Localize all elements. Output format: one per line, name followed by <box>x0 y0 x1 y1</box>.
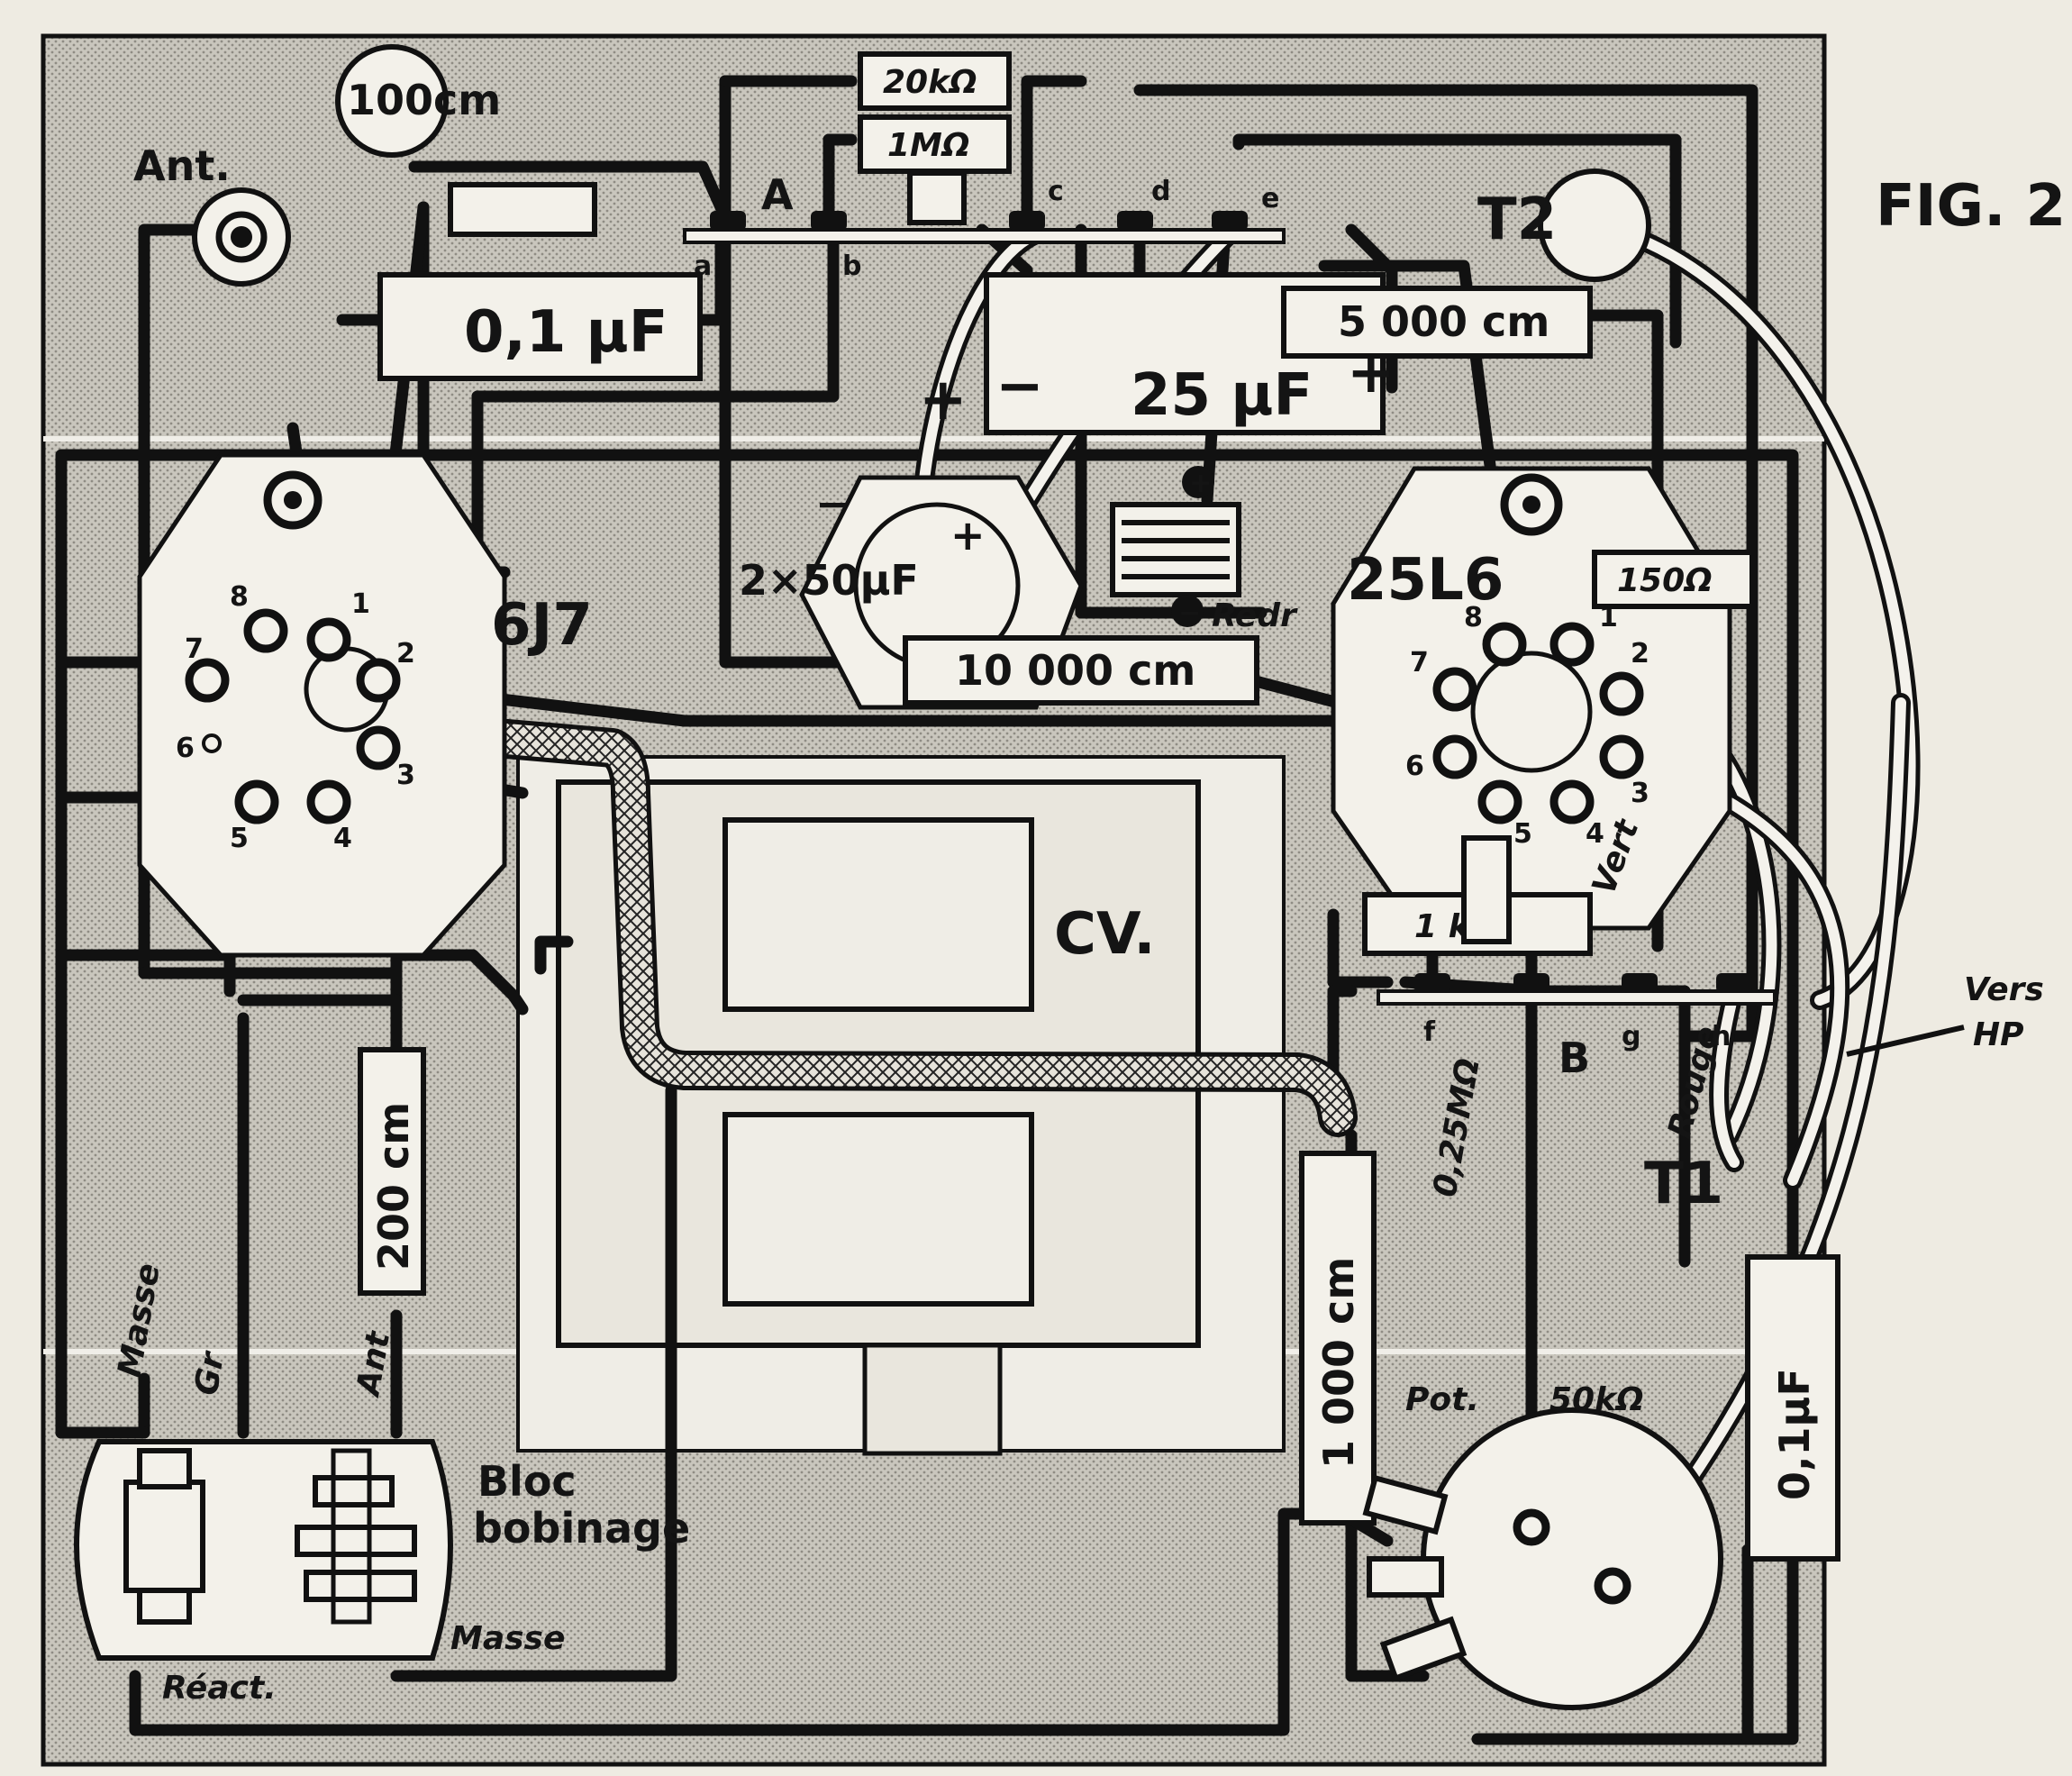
res-1m: 1MΩ <box>858 114 1012 174</box>
svg-text:1MΩ: 1MΩ <box>887 127 969 164</box>
tube-6j7-pins <box>185 608 401 824</box>
cv-label: CV. <box>1054 901 1156 968</box>
tube-25l6: 25L6 8 1 2 3 4 5 6 7 <box>1331 466 1732 931</box>
masse-bottom-label: Masse <box>450 1620 565 1657</box>
svg-text:T2: T2 <box>1477 187 1557 253</box>
pin-6: 6 <box>1405 751 1424 782</box>
svg-text:2×50µF: 2×50µF <box>739 556 919 605</box>
pin-6: 6 <box>176 733 195 764</box>
terminal-g: g <box>1622 1021 1640 1052</box>
potentiometer: Pot. 50kΩ <box>1362 1381 1723 1710</box>
svg-text:+: + <box>1189 468 1212 499</box>
svg-text:0,1 µF: 0,1 µF <box>464 299 668 366</box>
gr-label: Gr <box>187 1348 232 1398</box>
transformer-t2: T2 <box>1477 168 1651 282</box>
svg-text:1 000 cm: 1 000 cm <box>1314 1257 1363 1469</box>
figure-label: FIG. 2 <box>1876 173 2066 240</box>
pin-7: 7 <box>1410 647 1429 679</box>
rectifier: + − Redr <box>1110 466 1298 634</box>
cap-5000cm: 5 000 cm <box>1281 286 1593 359</box>
cap-200cm: 200 cm <box>358 1047 426 1296</box>
terminal-f: f <box>1423 1016 1436 1048</box>
svg-text:10 000 cm: 10 000 cm <box>955 646 1195 695</box>
cap-100cm: 100cm <box>335 44 501 158</box>
pot-label: Pot. <box>1405 1381 1479 1418</box>
strip-a-label: A <box>761 170 794 219</box>
pin-3: 3 <box>1631 778 1649 809</box>
svg-text:5 000 cm: 5 000 cm <box>1338 297 1549 346</box>
vers-label: Vers <box>1964 971 2044 1008</box>
pin-2: 2 <box>396 638 415 669</box>
terminal-strip-bottom: B f g h <box>1377 973 1777 1082</box>
pin-4: 4 <box>1586 818 1604 850</box>
pin-2: 2 <box>1631 638 1649 669</box>
svg-text:20kΩ: 20kΩ <box>883 64 977 101</box>
transformer-t1: T1 <box>1644 1151 1723 1217</box>
pin-4: 4 <box>333 823 352 854</box>
cap-0-1uf-bottom: 0,1µF <box>1745 1254 1840 1562</box>
cap-2x50-minus: − <box>815 479 850 528</box>
antenna-terminal: Ant. <box>133 141 291 287</box>
resistor-small <box>448 182 597 237</box>
strip-b-label: B <box>1559 1034 1590 1082</box>
svg-text:200 cm: 200 cm <box>369 1102 418 1271</box>
pin-5: 5 <box>1513 818 1532 850</box>
cap-2x50-plus: + <box>950 511 986 560</box>
terminal-e: e <box>1261 183 1279 214</box>
res-150: 150Ω <box>1592 550 1755 609</box>
terminal-d: d <box>1151 176 1170 207</box>
pin-8: 8 <box>1464 602 1483 633</box>
pin-5: 5 <box>230 823 249 854</box>
terminal-c: c <box>1048 176 1064 207</box>
electrolytic-plus: + <box>919 367 968 433</box>
react-label: Réact. <box>162 1670 277 1707</box>
pin-3: 3 <box>396 760 415 791</box>
coil-block-label-2: bobinage <box>473 1504 690 1553</box>
pin-7: 7 <box>185 633 204 665</box>
cap-0-1uf-top: 0,1 µF <box>377 272 703 381</box>
svg-text:100cm: 100cm <box>347 76 501 124</box>
cap-10000cm: 10 000 cm <box>903 635 1259 706</box>
svg-text:25 µF: 25 µF <box>1131 362 1313 429</box>
pot-value: 50kΩ <box>1549 1381 1644 1418</box>
cap-1000cm: 1 000 cm <box>1299 1151 1377 1526</box>
antenna-label: Ant. <box>133 141 231 190</box>
tube-6j7-label: 6J7 <box>491 592 593 659</box>
res-20k: 20kΩ <box>858 51 1012 111</box>
terminal-h: h <box>1712 1021 1731 1052</box>
pin-1: 1 <box>351 588 370 620</box>
tube-25l6-label: 25L6 <box>1347 547 1504 614</box>
hp-label: HP <box>1973 1016 2024 1053</box>
tube-6j7: 6J7 8 1 2 3 4 5 6 7 <box>137 452 593 958</box>
coil-block-label-1: Bloc <box>477 1457 577 1506</box>
terminal-strip-top: A a b c d e <box>683 170 1286 282</box>
pin-8: 8 <box>230 581 249 613</box>
pin-1: 1 <box>1599 602 1618 633</box>
tube-25l6-pins <box>1432 622 1644 824</box>
svg-text:0,1µF: 0,1µF <box>1770 1368 1819 1500</box>
svg-text:−: − <box>1178 597 1201 629</box>
terminal-b: b <box>842 250 861 282</box>
cap-25uf-minus: − <box>995 353 1044 420</box>
svg-text:150Ω: 150Ω <box>1617 562 1713 599</box>
svg-text:T1: T1 <box>1644 1151 1723 1217</box>
coil-block: Bloc bobinage <box>74 1439 690 1661</box>
rectifier-label: Redr <box>1212 597 1298 634</box>
